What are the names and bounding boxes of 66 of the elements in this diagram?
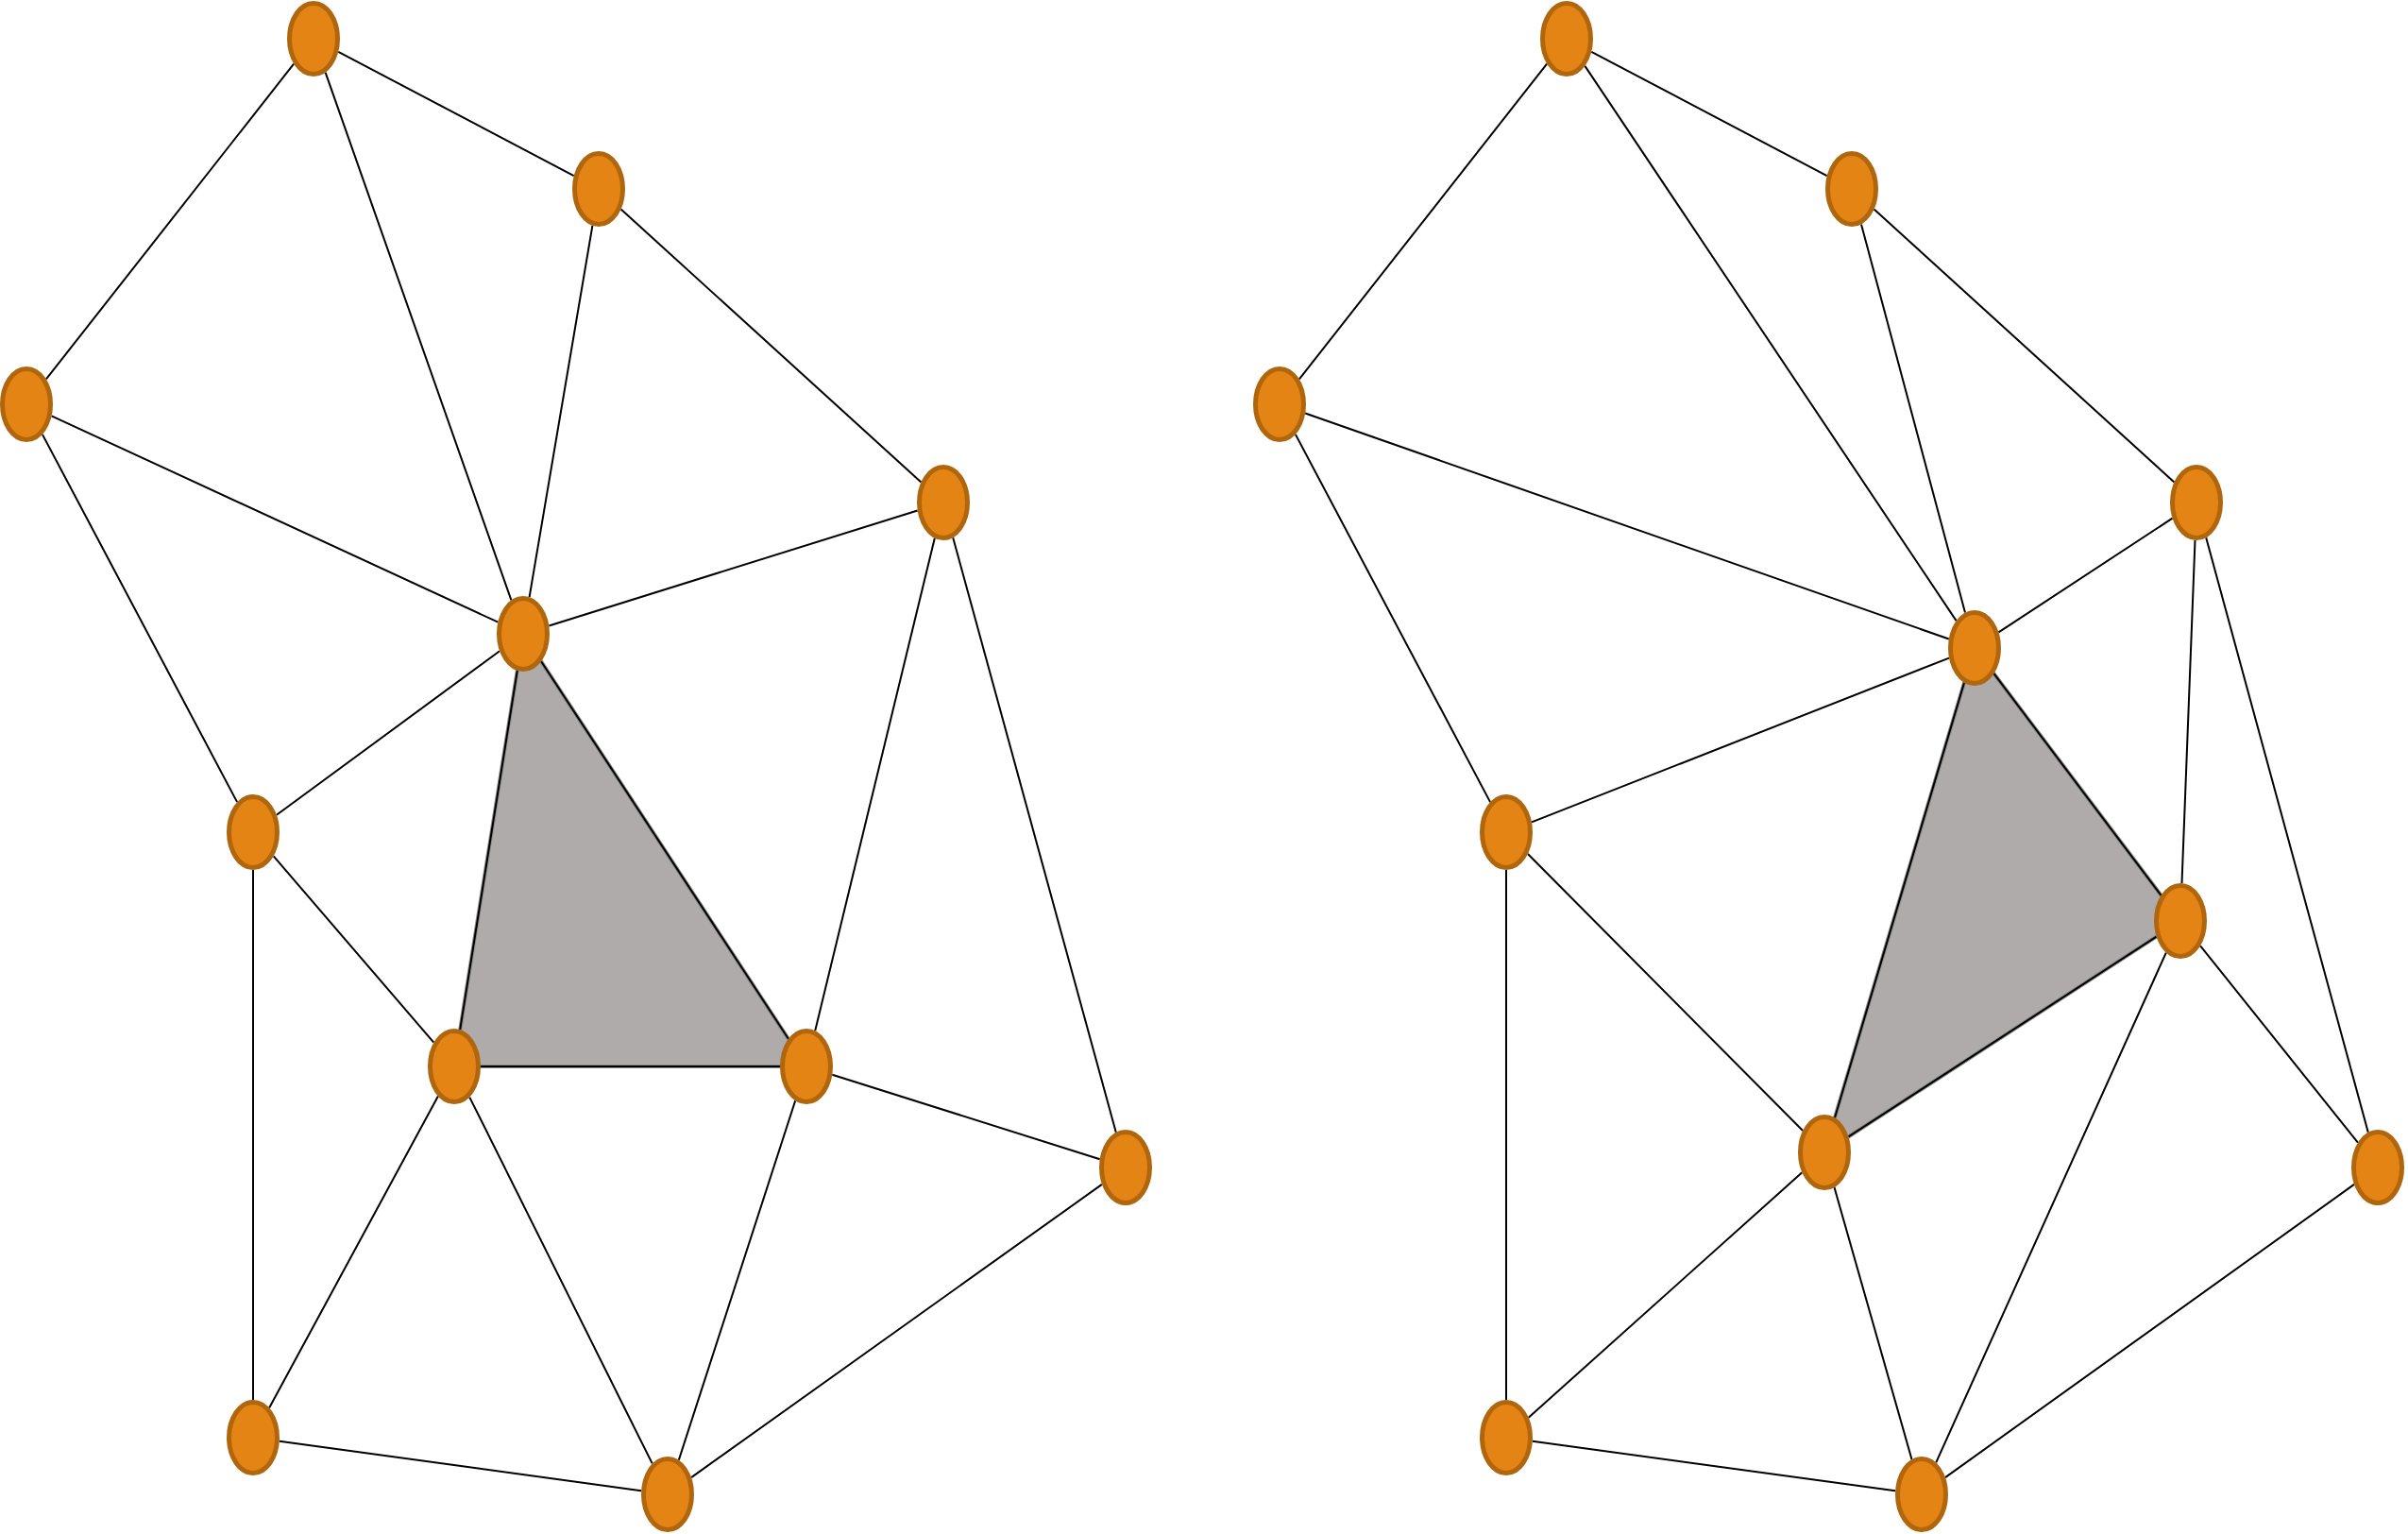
edge-line bbox=[1304, 412, 1950, 640]
edge-line bbox=[252, 869, 254, 1401]
edge-line bbox=[41, 433, 239, 804]
graph-vertex bbox=[2154, 883, 2207, 959]
graph-vertex bbox=[428, 1029, 481, 1104]
graph-vertex bbox=[1480, 1400, 1533, 1475]
edge-line bbox=[1997, 517, 2174, 634]
edge-line bbox=[548, 509, 919, 627]
graph-vertex bbox=[497, 596, 550, 672]
edge-line bbox=[1935, 951, 2167, 1464]
edge-line bbox=[459, 670, 518, 1031]
edge-line bbox=[690, 1183, 1103, 1479]
edge-line bbox=[1847, 935, 2158, 1138]
edge-line bbox=[1590, 50, 1828, 178]
edge-line bbox=[528, 224, 594, 599]
edge-line bbox=[324, 71, 513, 602]
edge-line bbox=[50, 415, 500, 623]
edge-line bbox=[1505, 869, 1507, 1401]
edge-line bbox=[619, 208, 923, 484]
graph-vertex bbox=[1253, 366, 1306, 442]
graph-vertex bbox=[1798, 1115, 1851, 1190]
edge-line bbox=[275, 650, 501, 816]
graph-vertex bbox=[780, 1029, 833, 1104]
graph-vertex bbox=[2170, 465, 2223, 540]
edge-line bbox=[2199, 945, 2359, 1144]
edge-line bbox=[1860, 223, 1966, 614]
graph-vertex bbox=[287, 1, 340, 77]
edge-line bbox=[272, 855, 435, 1044]
edge-line bbox=[1584, 64, 1958, 622]
edge-line bbox=[1833, 1186, 1913, 1460]
edge-line bbox=[44, 62, 296, 381]
graph-vertex bbox=[1895, 1457, 1948, 1532]
edge-line bbox=[1294, 433, 1492, 804]
graph-vertex bbox=[1825, 151, 1878, 227]
graph-vertex bbox=[227, 1400, 280, 1475]
edge-line bbox=[1944, 1183, 2355, 1479]
edge-line bbox=[1834, 681, 1965, 1119]
edge-line bbox=[2180, 538, 2196, 885]
graph-vertex bbox=[1480, 794, 1533, 870]
graph-vertex bbox=[1948, 610, 2001, 686]
graph-vertex bbox=[572, 151, 625, 227]
edge-line bbox=[468, 1096, 653, 1465]
graph-vertex bbox=[641, 1457, 694, 1532]
edge-line bbox=[1531, 1440, 1897, 1492]
edge-line bbox=[540, 660, 789, 1040]
graph-vertex bbox=[0, 366, 53, 442]
edge-line bbox=[2205, 537, 2369, 1133]
graph-vertex bbox=[1540, 1, 1593, 77]
edge-line bbox=[1297, 62, 1549, 381]
edge-line bbox=[1531, 656, 1950, 824]
edge-line bbox=[480, 1065, 781, 1067]
graph-vertex bbox=[917, 465, 970, 540]
edge-line bbox=[1873, 208, 2176, 484]
edge-line bbox=[814, 537, 936, 1032]
graph-vertex bbox=[2351, 1130, 2404, 1205]
edge-line bbox=[831, 1073, 1101, 1161]
edge-line bbox=[952, 537, 1117, 1133]
edge-line bbox=[677, 1099, 797, 1461]
edge-line bbox=[1993, 673, 2162, 896]
edge-line bbox=[337, 50, 575, 178]
edge-line bbox=[1527, 1171, 1804, 1419]
edge-line bbox=[268, 1095, 439, 1409]
edge-line bbox=[1526, 853, 1805, 1132]
graph-vertex bbox=[1099, 1130, 1152, 1205]
graph-vertex bbox=[227, 794, 280, 870]
edge-line bbox=[278, 1440, 643, 1492]
